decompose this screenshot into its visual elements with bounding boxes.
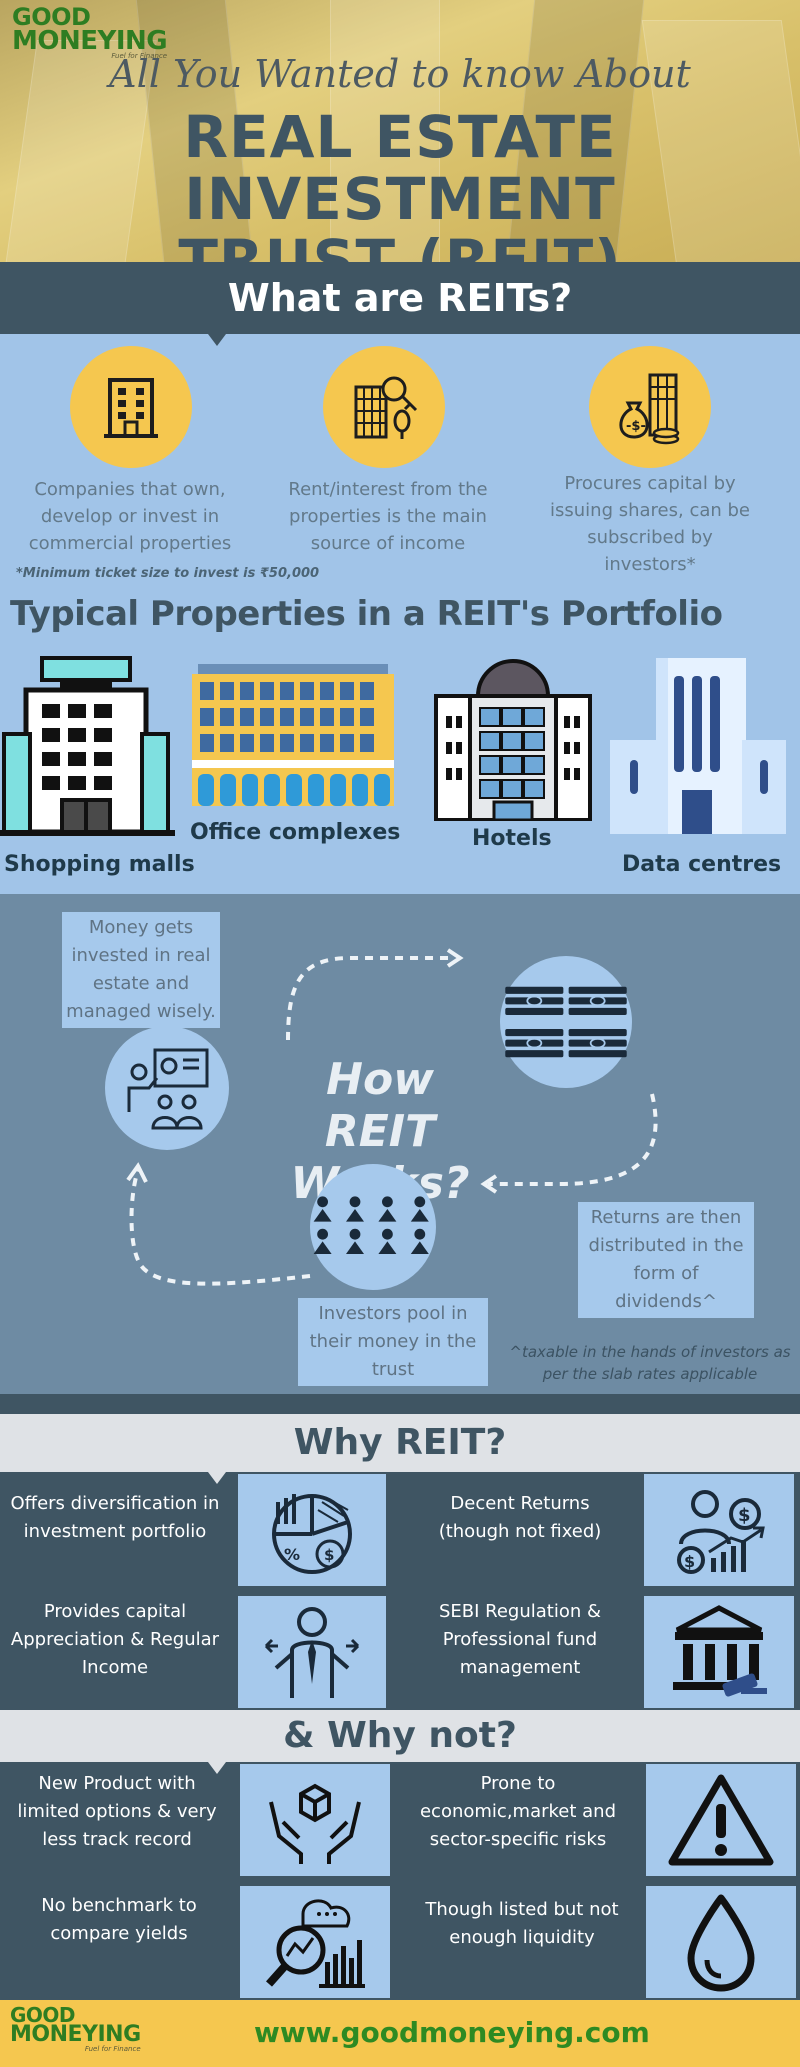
why-not-icon-tile bbox=[646, 1764, 796, 1876]
logo-line1: GOOD bbox=[12, 3, 91, 31]
shopping-mall-icon bbox=[0, 656, 175, 836]
logo-line2: MONEYING bbox=[12, 25, 168, 56]
section-spacer bbox=[0, 1394, 800, 1414]
money-circle bbox=[500, 956, 632, 1088]
how-title-line1: How REIT bbox=[324, 1054, 436, 1157]
presentation-circle bbox=[105, 1026, 229, 1150]
why-not-section: New Product with limited options & very … bbox=[0, 1762, 800, 2000]
why-item-text: Decent Returns (though not fixed) bbox=[438, 1493, 602, 1542]
hotel-icon bbox=[434, 659, 592, 821]
why-section: Offers diversification in investment por… bbox=[0, 1472, 800, 1710]
why-not-icon-tile bbox=[646, 1886, 796, 1998]
investors-circle bbox=[310, 1164, 436, 1290]
step-invest-box: Money gets invested in real estate and m… bbox=[62, 912, 220, 1028]
what-heading-band: What are REITs? bbox=[0, 262, 800, 334]
water-drop-icon bbox=[687, 1894, 755, 1992]
what-section: -$- Companies that own, develop or inves… bbox=[0, 334, 800, 894]
pie-chart-icon: % $ bbox=[272, 1494, 352, 1574]
why-not-item-text: No benchmark to compare yields bbox=[41, 1895, 197, 1944]
what-icon-circle bbox=[70, 346, 192, 468]
footer-logo: GOOD MONEYING Fuel for Finance bbox=[10, 2003, 141, 2053]
tax-note: ^taxable in the hands of investors as pe… bbox=[509, 1343, 791, 1383]
svg-text:-$-: -$- bbox=[626, 419, 646, 434]
why-item-text: Offers diversification in investment por… bbox=[10, 1493, 220, 1542]
what-icon-circle bbox=[323, 346, 445, 468]
logo-tagline: Fuel for Finance bbox=[84, 2044, 141, 2053]
why-icon-tile bbox=[238, 1596, 386, 1708]
logo-tagline: Fuel for Finance bbox=[111, 52, 168, 61]
property-key-icon bbox=[354, 376, 418, 439]
flow-arrows bbox=[126, 948, 658, 1286]
header-subtitle: All You Wanted to know About bbox=[109, 52, 691, 96]
header-banner: GOOD MONEYING Fuel for Finance All You W… bbox=[0, 0, 800, 262]
why-heading-band: Why REIT? bbox=[0, 1414, 800, 1472]
heading-pointer bbox=[208, 1762, 226, 1774]
svg-text:%: % bbox=[284, 1545, 300, 1564]
logo-line1: GOOD bbox=[10, 2003, 76, 2027]
businessman-icon bbox=[264, 1607, 360, 1698]
minimum-ticket-footnote: *Minimum ticket size to invest is ₹50,00… bbox=[16, 566, 320, 581]
building-silhouette bbox=[330, 0, 440, 262]
properties-heading: Typical Properties in a REIT's Portfolio bbox=[10, 594, 723, 634]
page-title-line2: TRUST (REIT) bbox=[178, 227, 622, 262]
property-label: Hotels bbox=[472, 826, 552, 851]
money-stack-icon bbox=[505, 986, 627, 1058]
what-icon-circle: -$- bbox=[589, 346, 711, 468]
logo: GOOD MONEYING Fuel for Finance bbox=[12, 3, 168, 61]
court-building-icon bbox=[673, 1605, 767, 1697]
why-not-item-text: Prone to economic,market and sector-spec… bbox=[419, 1773, 617, 1850]
why-icon-tile bbox=[644, 1596, 794, 1708]
presentation-icon bbox=[127, 1048, 209, 1130]
page-title-line1: REAL ESTATE INVESTMENT bbox=[183, 103, 617, 233]
why-not-icon-tile bbox=[240, 1764, 390, 1876]
why-icon-tile: % $ bbox=[238, 1474, 386, 1586]
office-complex-icon bbox=[192, 664, 394, 806]
why-not-heading-band: & Why not? bbox=[0, 1710, 800, 1762]
property-label: Office complexes bbox=[190, 820, 401, 845]
warning-icon bbox=[668, 1774, 774, 1866]
why-not-icon-tile bbox=[240, 1886, 390, 1998]
people-group-icon bbox=[313, 1196, 429, 1254]
office-building-icon bbox=[104, 378, 158, 438]
why-icon-tile: $ $ bbox=[644, 1474, 794, 1586]
property-label: Data centres bbox=[622, 852, 782, 877]
footer: GOOD MONEYING Fuel for Finance www.goodm… bbox=[0, 2000, 800, 2067]
what-item-text: Procures capital by issuing shares, can … bbox=[550, 473, 750, 575]
svg-text:$: $ bbox=[738, 1505, 751, 1526]
why-not-heading: & Why not? bbox=[283, 1715, 517, 1756]
how-section: Money gets invested in real estate and m… bbox=[0, 894, 800, 1394]
why-not-item-text: New Product with limited options & very … bbox=[17, 1773, 217, 1850]
why-item-text: SEBI Regulation & Professional fund mana… bbox=[438, 1601, 602, 1678]
svg-text:$: $ bbox=[684, 1552, 695, 1571]
money-bag-icon: -$- bbox=[619, 373, 680, 445]
website-link[interactable]: www.goodmoneying.com bbox=[254, 2016, 650, 2049]
data-centre-icon bbox=[610, 658, 786, 834]
step-returns-box: Returns are then distributed in the form… bbox=[578, 1202, 754, 1318]
heading-pointer bbox=[208, 1472, 226, 1484]
what-item-text: Rent/interest from the properties is the… bbox=[288, 479, 488, 554]
what-heading: What are REITs? bbox=[227, 276, 573, 320]
why-not-item-text: Though listed but not enough liquidity bbox=[425, 1899, 619, 1948]
step-pool-box: Investors pool in their money in the tru… bbox=[298, 1298, 488, 1386]
page-title: REAL ESTATE INVESTMENT TRUST (REIT) bbox=[0, 106, 800, 262]
investor-returns-icon: $ $ bbox=[677, 1490, 765, 1574]
hands-box-icon bbox=[269, 1783, 361, 1864]
property-label: Shopping malls bbox=[4, 852, 195, 877]
logo-line2: MONEYING bbox=[10, 2022, 141, 2047]
why-item-text: Provides capital Appreciation & Regular … bbox=[10, 1601, 220, 1678]
magnifier-chart-icon bbox=[266, 1899, 365, 1988]
heading-pointer bbox=[208, 334, 226, 346]
what-item-text: Companies that own, develop or invest in… bbox=[28, 479, 232, 554]
why-heading: Why REIT? bbox=[293, 1422, 507, 1463]
svg-text:$: $ bbox=[324, 1546, 334, 1564]
